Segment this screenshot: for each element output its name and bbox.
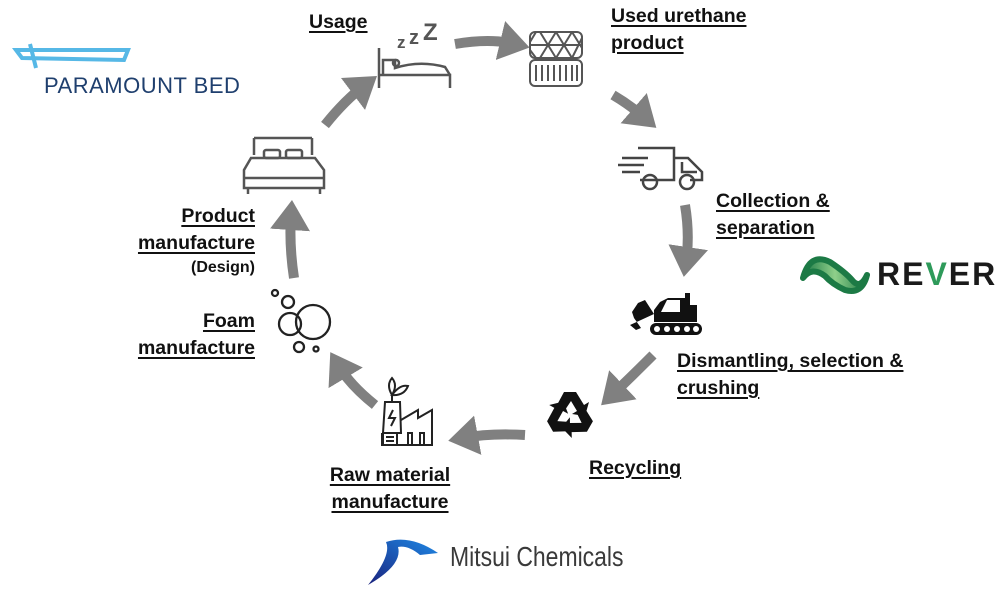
svg-text:z: z — [409, 27, 419, 49]
label-usage: Usage — [309, 11, 368, 33]
delivery-truck-icon — [618, 146, 704, 191]
label-design: (Design) — [191, 259, 255, 276]
label-raw-material: Raw material manufacture — [329, 464, 451, 513]
svg-text:Z: Z — [423, 19, 438, 46]
label-product-manufacture: Product manufacture (Design) — [95, 203, 255, 279]
label-collection-separation: Collection & separation — [716, 190, 830, 239]
label-recycling: Recycling — [589, 457, 682, 479]
arrow-foam-to-product — [270, 200, 310, 279]
rever-wave-mark — [800, 256, 870, 294]
excavator-icon — [630, 293, 702, 335]
paramount-bed-wordmark: PARAMOUNT BED — [44, 73, 241, 98]
arrow-used-product-to-collection — [610, 90, 657, 128]
mattress-icon — [529, 31, 583, 87]
bubbles-icon — [270, 288, 332, 354]
paramount-bed-mark — [12, 43, 131, 69]
arrow-collection-to-dismantling — [668, 204, 708, 277]
mitsui-chemicals-wordmark: Mitsui Chemicals — [450, 541, 624, 572]
label-foam: Foam manufacture — [137, 310, 255, 359]
sleeping-bed-icon: z z Z — [377, 19, 452, 88]
rever-wordmark: REVER — [877, 256, 998, 292]
recycle-icon — [547, 392, 593, 438]
arrow-dismantling-to-recycling — [601, 351, 657, 406]
svg-text:z: z — [397, 33, 406, 52]
arrow-usage-to-used-product — [454, 21, 530, 60]
double-bed-icon — [242, 136, 326, 194]
arrow-raw-material-to-foam — [328, 352, 379, 409]
label-dismantling: Dismantling, selection & crushing — [677, 350, 904, 399]
label-used-urethane-product: Used urethane product — [611, 5, 747, 54]
arrow-product-to-usage — [321, 75, 377, 129]
arrow-recycling-to-raw-material — [448, 415, 526, 455]
eco-factory-icon — [381, 376, 433, 446]
mitsui-wave-mark — [368, 539, 438, 585]
